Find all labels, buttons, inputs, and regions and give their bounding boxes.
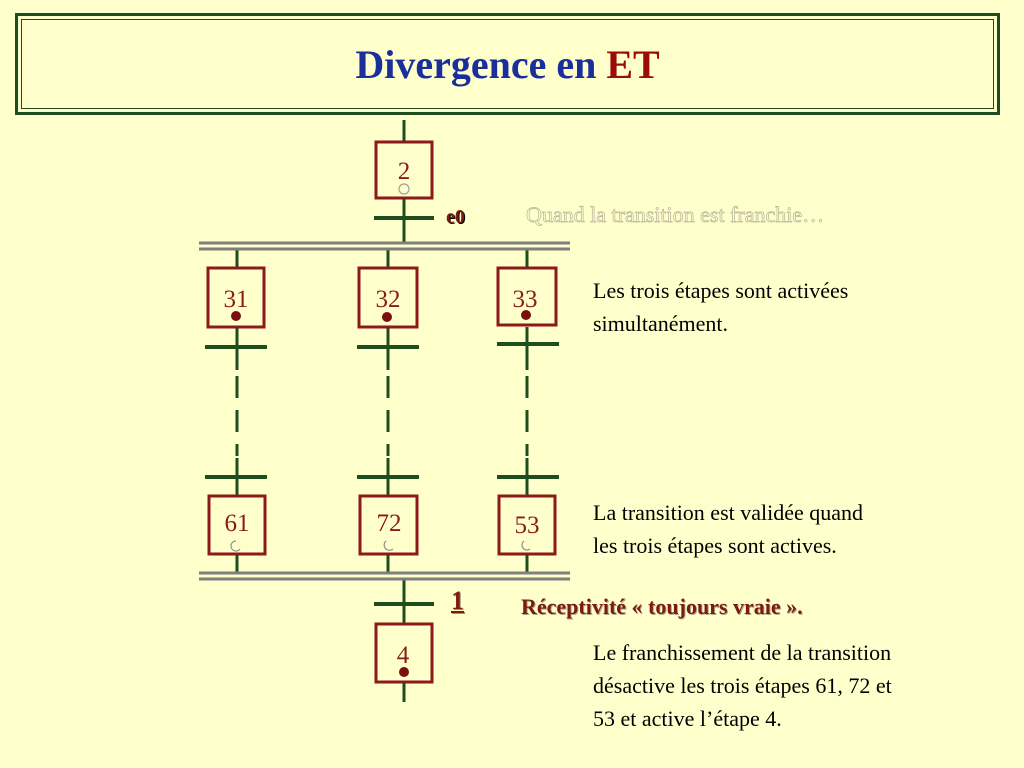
title-accent: ET (606, 41, 660, 87)
step-4-label: 4 (397, 642, 410, 669)
step-33: 33 (496, 266, 558, 327)
step-53-box (497, 494, 557, 556)
active-token-icon (521, 310, 531, 320)
step-61: 61 (207, 494, 267, 556)
active-token-icon (399, 667, 409, 677)
step-53: 53 (497, 494, 557, 556)
step-4: 4 (374, 622, 434, 684)
empty-token-icon (383, 540, 394, 551)
step-53-label: 53 (515, 512, 540, 539)
note-crossing: Le franchissement de la transition désac… (593, 640, 892, 731)
divergence-bar (199, 241, 570, 251)
note-activated: Les trois étapes sont activées simultané… (593, 278, 849, 336)
step-72-box (358, 494, 419, 556)
transition-e0-label: e0 (446, 206, 465, 228)
slide-title: Divergence en ET (21, 19, 994, 109)
convergence-bar (199, 571, 570, 581)
title-main: Divergence en (355, 41, 607, 87)
title-frame: Divergence en ET (15, 13, 1000, 115)
active-token-icon (231, 311, 241, 321)
transition-1-label: 1 (451, 586, 464, 615)
step-33-box (496, 266, 558, 327)
step-2-label: 2 (398, 158, 411, 185)
step-61-box (207, 494, 267, 556)
step-32-label: 32 (376, 286, 401, 313)
ghost-caption: Quand la transition est franchie… (526, 202, 825, 228)
step-31-label: 31 (224, 286, 249, 313)
links (205, 120, 559, 702)
empty-token-icon (521, 540, 531, 551)
step-61-label: 61 (225, 510, 250, 537)
step-33-label: 33 (513, 286, 538, 313)
empty-token-icon (230, 540, 241, 552)
step-2: 2 (374, 140, 434, 200)
step-31: 31 (206, 266, 266, 329)
step-72: 72 (358, 494, 419, 556)
note-receptivity: Réceptivité « toujours vraie ». (521, 594, 803, 619)
step-72-label: 72 (377, 510, 402, 537)
note-validated: La transition est validée quand les troi… (593, 500, 864, 558)
empty-token-icon (398, 183, 410, 195)
step-32: 32 (357, 266, 419, 329)
active-token-icon (382, 312, 392, 322)
